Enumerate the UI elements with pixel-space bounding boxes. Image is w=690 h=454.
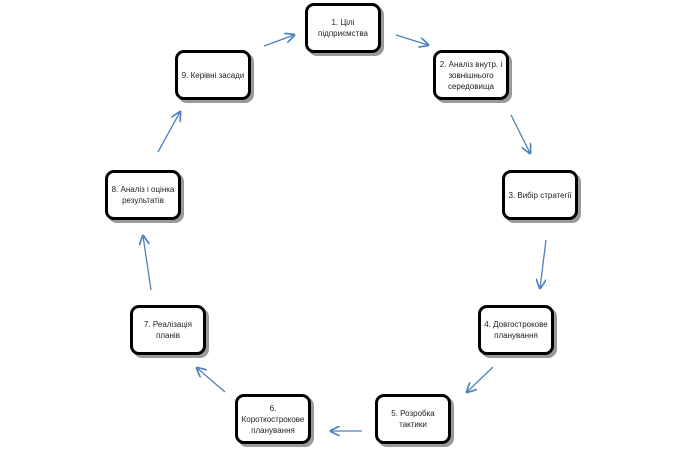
step-label: 9. Керівні засади: [181, 70, 245, 80]
step-label: 4. Довгострокове планування: [484, 320, 548, 340]
step-label: 1. Цілі підприємства: [318, 18, 368, 38]
step-box-6: 6. Короткострокове планування: [235, 394, 311, 444]
step-box-3: 3. Вибір стратегії: [502, 170, 578, 220]
step-box-8: 8. Аналіз і оцінка результатів: [105, 170, 181, 220]
arrow-8-to-9: [157, 112, 180, 153]
step-box-2: 2. Аналіз внутр. і зовнішнього середовищ…: [433, 50, 509, 100]
step-box-5: 5. Розробка тактики: [375, 394, 451, 444]
step-box-7: 7. Реалізація планів: [130, 305, 206, 355]
step-box-4: 4. Довгострокове планування: [478, 305, 554, 355]
step-label: 8. Аналіз і оцінка результатів: [111, 185, 175, 205]
step-box-9: 9. Керівні засади: [175, 50, 251, 100]
step-label: 3. Вибір стратегії: [508, 190, 572, 200]
step-label: 6. Короткострокове планування: [241, 403, 305, 435]
step-label: 5. Розробка тактики: [391, 409, 435, 429]
arrow-9-to-1: [263, 35, 294, 47]
step-label: 7. Реалізація планів: [143, 320, 193, 340]
arrow-6-to-7: [197, 368, 226, 393]
arrow-4-to-5: [467, 366, 494, 392]
step-box-1: 1. Цілі підприємства: [305, 3, 381, 53]
arrow-2-to-3: [510, 114, 530, 153]
arrow-7-to-8: [143, 236, 152, 291]
step-label: 2. Аналіз внутр. і зовнішнього середовищ…: [439, 59, 503, 91]
arrow-3-to-4: [540, 239, 547, 288]
arrow-1-to-2: [395, 34, 428, 45]
